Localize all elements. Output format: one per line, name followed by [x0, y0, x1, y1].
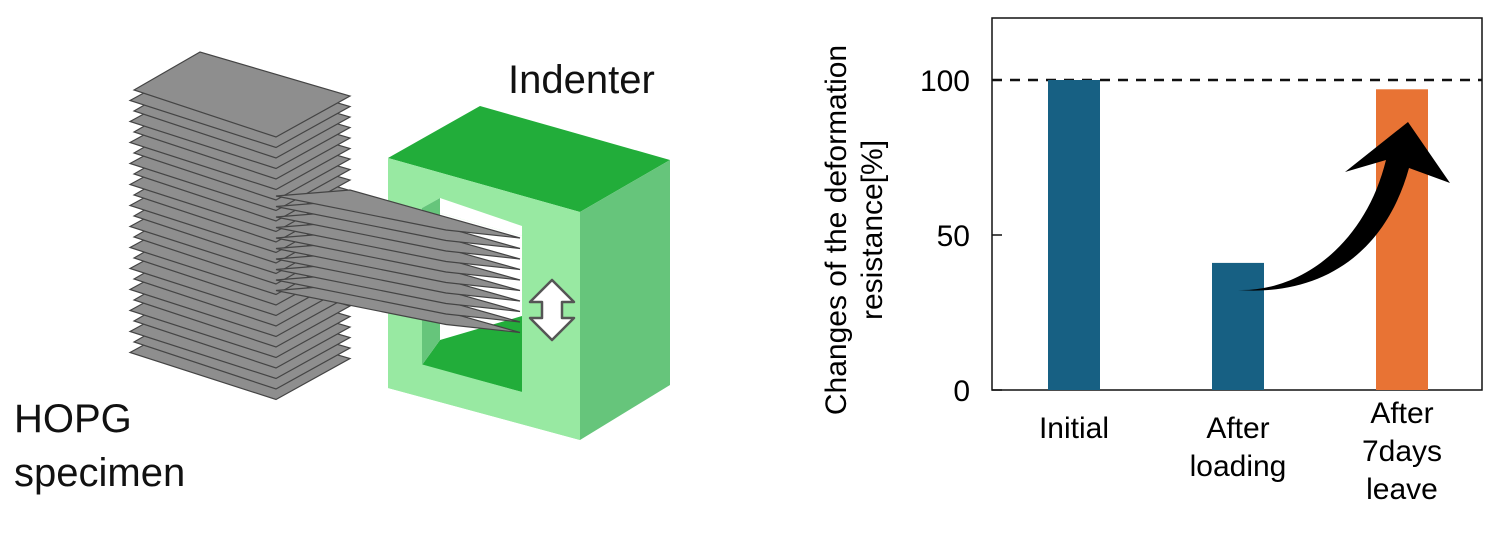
hopg-specimen-label: HOPG specimen — [14, 397, 186, 495]
graphite-beam-layer — [275, 189, 521, 239]
y-axis-ticks: 0 50 100 — [920, 65, 1002, 408]
y-tick-label: 50 — [937, 220, 970, 253]
x-category-label: Initial — [1039, 412, 1109, 445]
bar-2 — [1212, 262, 1264, 390]
graphite-layer — [132, 51, 352, 138]
indenter-inner-bottom — [422, 316, 522, 392]
hopg-indentation-illustration — [128, 51, 670, 440]
hopg-specimen-stack — [128, 51, 521, 401]
indenter-front-bottom-rail — [388, 355, 580, 440]
bar-1 — [1048, 80, 1100, 390]
recovery-arrow-icon — [1238, 122, 1450, 291]
indenter-side-face — [580, 160, 670, 440]
indenter-label: Indenter — [508, 58, 655, 102]
y-tick-label: 100 — [920, 65, 970, 98]
double-vertical-arrow-icon — [528, 278, 576, 342]
indenter-top-face — [388, 106, 670, 212]
y-tick-label: 0 — [953, 375, 970, 408]
indenter-inner-top — [422, 198, 522, 236]
